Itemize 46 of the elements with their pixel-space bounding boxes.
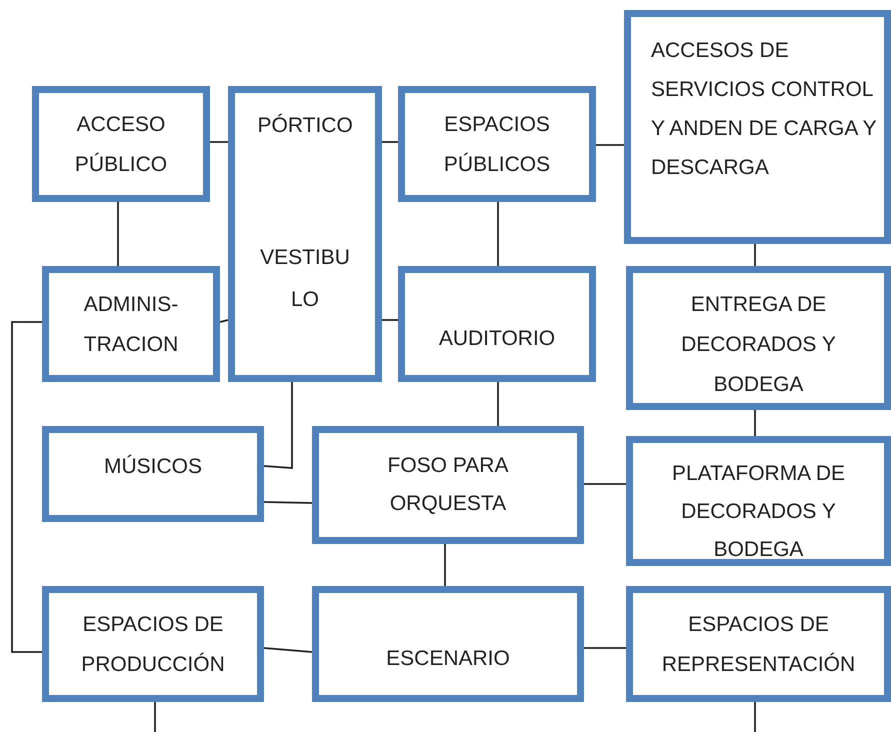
box-label: ESCENARIO [386, 646, 510, 672]
connector-line [382, 319, 398, 321]
process-box [626, 436, 891, 566]
connector-line [444, 544, 446, 586]
process-box [42, 586, 264, 702]
process-box [398, 86, 596, 202]
box-label: ESPACIOS DE PRODUCCIÓN [80, 612, 226, 678]
box-label: ESPACIOS PÚBLICOS [442, 112, 552, 178]
box-label: ACCESO PÚBLICO [74, 112, 168, 178]
connector-line [220, 319, 228, 323]
box-label: ESPACIOS DE REPRESENTACIÓN [660, 612, 856, 678]
connector-line [754, 702, 756, 732]
connector-line [382, 141, 398, 143]
connector-line [264, 382, 293, 469]
connector-line [754, 410, 756, 436]
connector-line [11, 321, 42, 653]
box-label: VESTIBU LO [259, 245, 351, 313]
box-label: MÚSICOS [104, 454, 202, 480]
process-box [398, 266, 596, 382]
connector-line [264, 647, 312, 653]
connector-line [154, 702, 156, 732]
connector-line [264, 501, 312, 504]
connector-line [210, 141, 228, 143]
box-label: ENTREGA DE DECORADOS Y BODEGA [680, 292, 837, 398]
box-label: ACCESOS DE SERVICIOS CONTROL Y ANDEN DE CARGA Y DESCARGA [651, 38, 878, 181]
process-box [312, 426, 584, 544]
process-box [626, 266, 891, 410]
process-box [228, 86, 382, 382]
process-box [624, 10, 891, 244]
process-box [42, 426, 264, 522]
box-label: PÓRTICO [258, 112, 352, 139]
process-box [312, 586, 584, 702]
connector-line [754, 244, 756, 266]
process-box [32, 86, 210, 202]
connector-line [117, 202, 119, 266]
box-label: PLATAFORMA DE DECORADOS Y BODEGA [670, 461, 846, 563]
connector-line [497, 202, 499, 266]
connector-line [584, 483, 626, 485]
process-box [626, 586, 891, 702]
box-label: ADMINIS- TRACION [82, 292, 180, 358]
connector-line [497, 382, 499, 426]
box-label: FOSO PARA ORQUESTA [386, 453, 510, 517]
process-box [42, 266, 220, 382]
connector-line [596, 144, 624, 146]
box-label: AUDITORIO [438, 326, 556, 352]
connector-line [584, 647, 626, 649]
